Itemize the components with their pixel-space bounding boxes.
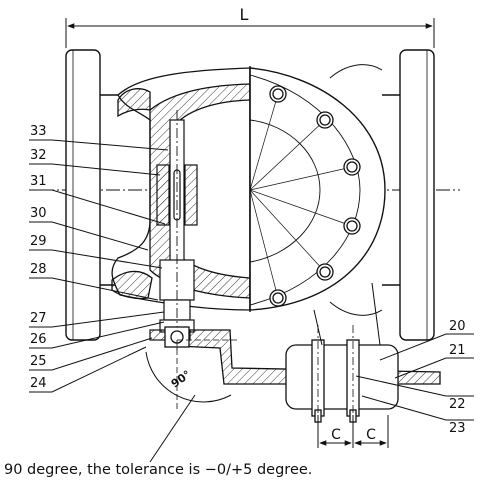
bolt-hole: [249, 189, 287, 307]
callout-22: 22: [449, 397, 466, 412]
bolt-circle: [249, 85, 361, 307]
left-flange: [65, 49, 118, 341]
dimension-C-left-label: C: [331, 427, 341, 443]
callout-32: 32: [30, 148, 47, 163]
callout-leaders-left: [29, 139, 169, 393]
bolt-hole: [249, 111, 334, 191]
callout-21: 21: [449, 343, 466, 358]
callout-23: 23: [449, 421, 466, 436]
dimension-L: [65, 18, 435, 48]
callout-24: 24: [30, 376, 47, 391]
tolerance-caption: 90 degree, the tolerance is −0/+5 degree…: [4, 462, 313, 478]
angle-label: 90°: [169, 368, 194, 391]
callout-27: 27: [30, 311, 47, 326]
callout-31: 31: [30, 174, 47, 189]
angle-indicator: [145, 339, 240, 463]
callout-26: 26: [30, 332, 47, 347]
valve-end-view: [249, 64, 386, 316]
callout-29: 29: [30, 234, 47, 249]
bolt-hole: [249, 189, 361, 235]
bolt-hole: [249, 189, 334, 281]
callout-30: 30: [30, 206, 47, 221]
bolt-hole: [249, 85, 287, 191]
callout-20: 20: [449, 319, 466, 334]
stem-assembly: [149, 110, 198, 350]
right-flange: [382, 49, 435, 341]
dimension-C-right-label: C: [366, 427, 376, 443]
bolt-hole: [249, 158, 361, 191]
callout-28: 28: [30, 262, 47, 277]
dimension-L-label: L: [240, 5, 249, 24]
callout-33: 33: [30, 124, 47, 139]
callout-leaders-right: [355, 333, 474, 421]
dimension-C: [317, 415, 389, 448]
callout-25: 25: [30, 354, 47, 369]
